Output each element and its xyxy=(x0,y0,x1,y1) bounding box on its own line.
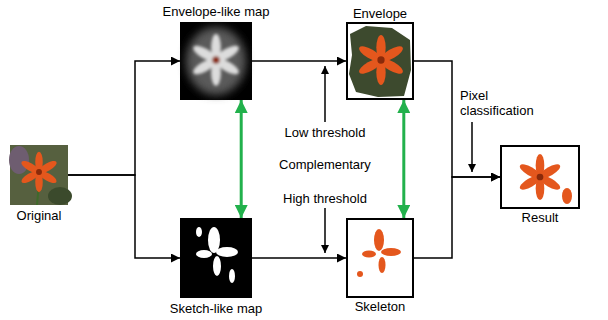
photo-blob xyxy=(9,146,29,174)
panel-caption: Skeleton xyxy=(355,299,406,314)
skeleton-blobs xyxy=(357,229,401,277)
image-panel: Original xyxy=(10,145,68,205)
photo-blob xyxy=(48,187,72,205)
flow-arrow xyxy=(68,61,180,175)
annotation-label: Complementary xyxy=(279,157,371,172)
panel-caption: Envelope xyxy=(353,6,407,21)
flower xyxy=(357,35,405,85)
flower xyxy=(20,152,59,192)
image-panel: Skeleton xyxy=(346,218,414,298)
sketch-map-picture xyxy=(180,218,252,298)
map-ground xyxy=(180,22,252,100)
flower-bud xyxy=(562,188,572,204)
double-arrow xyxy=(402,100,405,218)
original-photo xyxy=(9,145,72,205)
image-panel: Sketch-like map xyxy=(180,218,252,298)
flow-arrow xyxy=(252,257,346,259)
flower xyxy=(518,154,562,200)
annotation-label: High threshold xyxy=(283,191,367,206)
pointer-arrow xyxy=(324,66,326,122)
panel-caption: Result xyxy=(522,210,559,225)
image-panel: Envelope-like map xyxy=(180,22,252,100)
envelope-picture xyxy=(346,22,414,100)
flower-map xyxy=(191,34,241,86)
sketch-blobs xyxy=(196,227,238,283)
flow-arrow xyxy=(68,175,180,258)
picture-ground xyxy=(346,22,414,100)
skeleton-picture xyxy=(346,218,414,298)
picture-ground xyxy=(346,218,414,298)
flow-arrow xyxy=(414,61,500,177)
image-panel: Result xyxy=(500,145,580,209)
panel-caption: Sketch-like map xyxy=(170,301,262,316)
envelope-map-picture xyxy=(180,22,252,100)
annotation-label: Pixel classification xyxy=(460,88,552,118)
result-picture xyxy=(500,145,580,209)
map-glow xyxy=(186,27,246,95)
picture-ground xyxy=(500,145,580,209)
double-arrow xyxy=(240,100,243,218)
map-ground xyxy=(180,218,252,298)
image-panel: Envelope xyxy=(346,22,414,100)
envelope-region xyxy=(349,26,411,97)
annotation-label: Low threshold xyxy=(285,125,366,140)
pointer-arrow xyxy=(471,122,473,172)
panel-caption: Original xyxy=(17,208,62,223)
flow-arrow xyxy=(414,177,500,258)
pointer-arrow xyxy=(324,208,326,253)
flow-arrow xyxy=(252,60,346,62)
panel-caption: Envelope-like map xyxy=(163,4,270,19)
